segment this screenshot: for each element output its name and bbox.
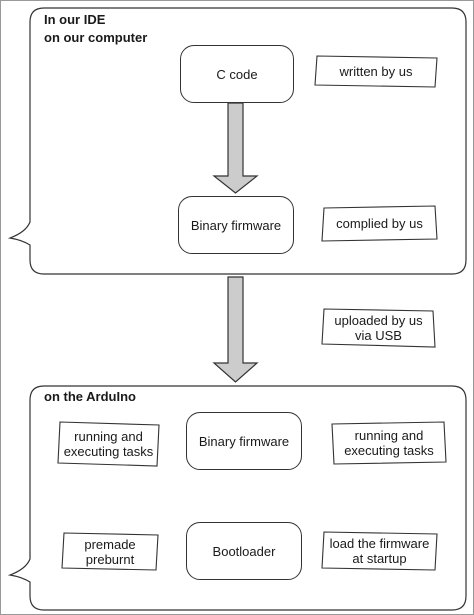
note-running-left-text: running and executing tasks <box>63 429 154 459</box>
note-written-text: written by us <box>339 64 413 79</box>
note-compiled-text: complied by us <box>336 216 423 231</box>
c-code-node: C code <box>180 45 294 103</box>
note-compiled-frame <box>321 205 438 242</box>
upload-arrow <box>212 276 259 383</box>
note-running-right-frame <box>331 421 447 465</box>
arduino-binary-firmware-node: Binary firmware <box>186 412 302 470</box>
note-uploaded: uploaded by us via USB <box>323 310 434 346</box>
binary-firmware-label: Binary firmware <box>190 217 282 233</box>
c-code-label: C code <box>216 66 258 82</box>
note-load: load the firmware at startup <box>323 533 436 569</box>
note-load-text: load the firmware at startup <box>329 536 430 566</box>
note-load-frame <box>321 531 438 571</box>
note-written: written by us <box>316 57 436 86</box>
bottom-panel-title: on the ArduIno <box>44 389 136 404</box>
note-premade: premade preburnt <box>63 534 157 569</box>
note-running-left: running and executing tasks <box>59 423 158 465</box>
compile-arrow <box>212 102 259 194</box>
note-running-right-text: running and executing tasks <box>344 428 434 458</box>
top-panel-title: In our IDE on our computer <box>44 12 148 45</box>
bootloader-label: Bootloader <box>212 543 276 559</box>
note-running-left-frame <box>57 421 160 467</box>
bootloader-node: Bootloader <box>186 522 302 580</box>
note-compiled: complied by us <box>323 207 436 240</box>
note-premade-frame <box>61 532 159 571</box>
arduino-binary-firmware-label: Binary firmware <box>198 433 290 449</box>
binary-firmware-node: Binary firmware <box>178 196 294 254</box>
note-written-frame <box>314 55 438 88</box>
note-uploaded-text: uploaded by us via USB <box>334 313 423 343</box>
note-running-right: running and executing tasks <box>333 423 445 463</box>
note-premade-text: premade preburnt <box>84 536 136 567</box>
note-uploaded-frame <box>321 308 436 348</box>
